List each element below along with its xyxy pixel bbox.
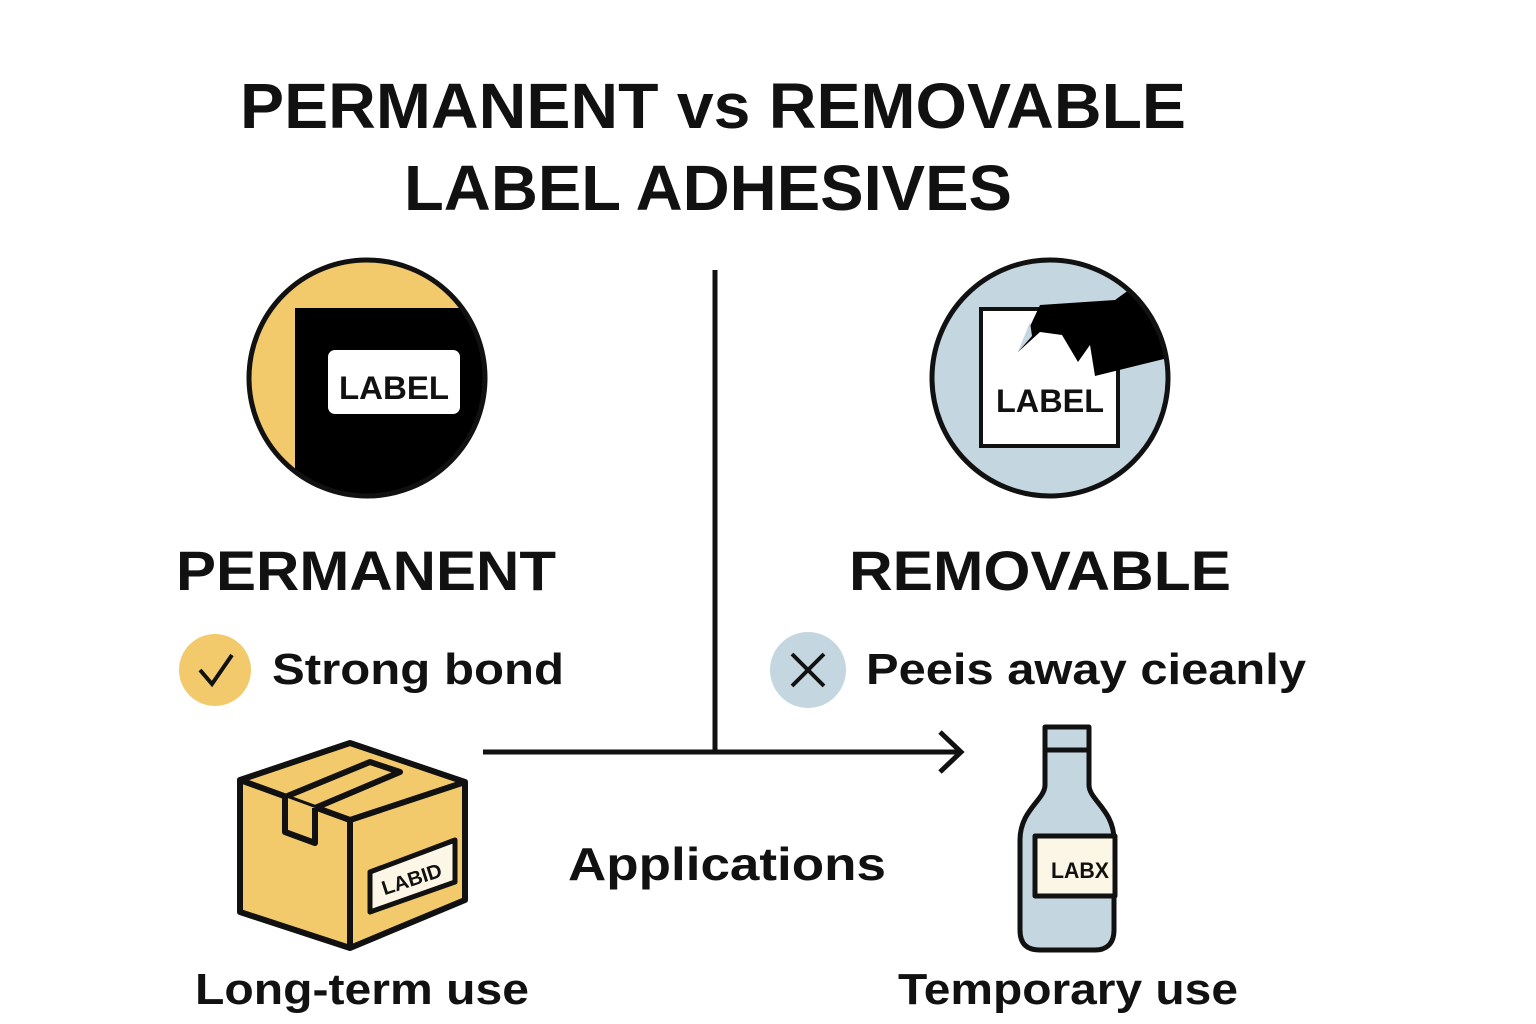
permanent-feature: Strong bond: [179, 634, 564, 706]
removable-heading: REMOVABLE: [849, 539, 1231, 602]
box-icon: [237, 740, 468, 951]
check-icon: [179, 634, 251, 706]
removable-feature: Peeis away cieanly: [770, 632, 1307, 708]
removable-label-icon: LABEL: [929, 257, 1171, 499]
arrow: [483, 730, 965, 774]
applications-label: Applications: [568, 838, 886, 890]
permanent-heading: PERMANENT: [176, 539, 556, 602]
x-icon: [770, 632, 846, 708]
permanent-application-text: Long-term use: [195, 965, 529, 1014]
title-line-2: LABEL ADHESIVES: [404, 152, 1012, 224]
removable-icon-label: LABEL: [996, 383, 1104, 419]
permanent-feature-text: Strong bond: [272, 645, 564, 694]
title-line-1: PERMANENT vs REMOVABLE: [240, 70, 1186, 142]
permanent-label-icon: LABEL: [246, 257, 488, 499]
bottle-icon: [1017, 724, 1118, 953]
permanent-icon-label: LABEL: [339, 370, 449, 406]
removable-feature-text: Peeis away cieanly: [866, 645, 1307, 694]
bottle-tag: LABX: [1051, 858, 1109, 883]
removable-application-text: Temporary use: [898, 965, 1238, 1014]
